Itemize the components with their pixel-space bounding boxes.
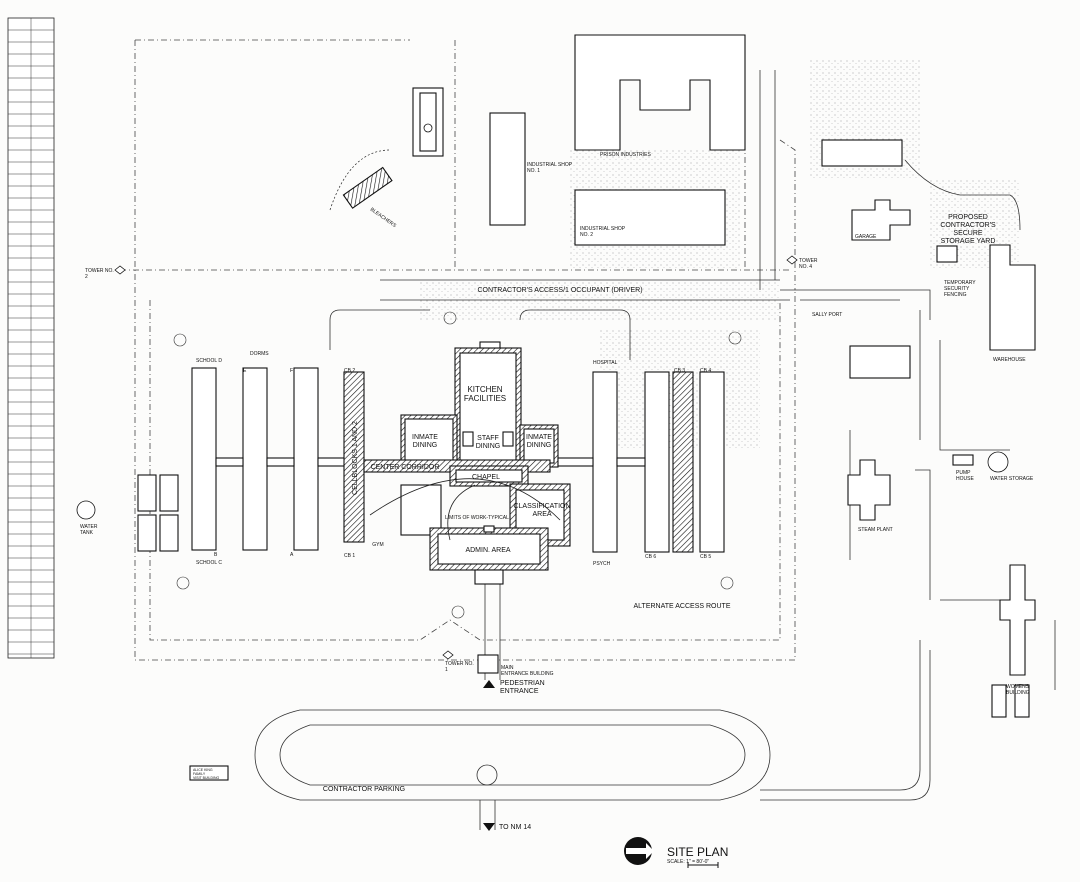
label-garage: GARAGE — [855, 234, 877, 240]
label-inmate-dining-right-1: INMATE — [526, 434, 552, 441]
label-main-entrance-2: ENTRANCE BUILDING — [501, 671, 554, 677]
label-temp-fencing-2: SECURITY — [944, 286, 970, 292]
label-proposed-2: CONTRACTOR'S — [940, 222, 996, 229]
label-hospital: HOSPITAL — [593, 360, 618, 366]
label-water-tank-1: WATER — [80, 524, 98, 530]
label-shop2-1: INDUSTRIAL SHOP — [580, 226, 626, 232]
label-staff-dining-1: STAFF — [477, 435, 499, 442]
label-classification-1: CLASSIFICATION — [513, 503, 570, 510]
label-contractor-parking: CONTRACTOR PARKING — [323, 786, 405, 793]
label-kitchen-1: KITCHEN — [467, 385, 502, 394]
label-school-d: SCHOOL D — [196, 358, 222, 364]
label-temp-fencing-3: FENCING — [944, 292, 967, 298]
label-dorm-e: E — [243, 368, 247, 374]
label-dorms: DORMS — [250, 351, 269, 357]
label-to-nm14: TO NM 14 — [499, 824, 531, 831]
label-pedestrian-2: ENTRANCE — [500, 688, 539, 695]
label-shop1-1: INDUSTRIAL SHOP — [527, 162, 573, 168]
dorm-wings-right — [557, 371, 725, 553]
direction-arrows — [483, 680, 495, 831]
label-inmate-dining-right-2: DINING — [527, 442, 552, 449]
label-pump-house-1: PUMP — [956, 470, 971, 476]
label-chapel: CHAPEL — [472, 474, 500, 481]
labels: KITCHEN FACILITIES INMATE DINING INMATE … — [80, 152, 1034, 865]
entrance-area — [76, 500, 499, 781]
label-steam-plant: STEAM PLANT — [858, 527, 893, 533]
water-tank-circle — [76, 500, 96, 520]
label-admin-area: ADMIN. AREA — [465, 547, 510, 554]
label-contractor-access: CONTRACTOR'S ACCESS/1 OCCUPANT (DRIVER) — [477, 287, 642, 294]
central-complex — [363, 341, 571, 585]
label-limits-of-work: LIMITS OF WORK-TYPICAL — [445, 515, 509, 521]
label-womens-1: WOMENS — [1006, 684, 1030, 690]
label-water-tank-2: TANK — [80, 530, 94, 536]
label-dorm-a: A — [290, 552, 294, 558]
perimeter-fence — [120, 39, 796, 661]
label-temp-fencing-1: TEMPORARY — [944, 280, 976, 286]
dorm-wings-left — [137, 367, 346, 552]
label-prison-industries: PRISON INDUSTRIES — [600, 152, 652, 158]
cellblocks-1-2 — [343, 371, 365, 543]
label-visit-2: FAMILY — [193, 772, 206, 776]
label-alternate-route: ALTERNATE ACCESS ROUTE — [634, 603, 731, 610]
label-tower1-2: 1 — [445, 667, 448, 673]
tree-symbols — [173, 311, 742, 619]
tower-markers — [114, 255, 798, 660]
label-cb5: CB 5 — [700, 554, 711, 560]
label-warehouse: WAREHOUSE — [993, 357, 1026, 363]
label-dorm-f: F — [290, 368, 293, 374]
label-tower2-1: TOWER NO. — [85, 268, 114, 274]
label-classification-2: AREA — [532, 511, 551, 518]
label-cb6: CB 6 — [645, 554, 656, 560]
label-inmate-dining-left-1: INMATE — [412, 434, 438, 441]
label-sally-port: SALLY PORT — [812, 312, 842, 318]
label-dorm-b: B — [214, 552, 218, 558]
label-shop1-2: NO. 1 — [527, 168, 540, 174]
label-tower1-1: TOWER NO. — [445, 661, 474, 667]
label-pedestrian-1: PEDESTRIAN — [500, 680, 545, 687]
label-cb1: CB 1 — [344, 553, 355, 559]
label-gym: GYM — [372, 542, 383, 548]
label-inmate-dining-left-2: DINING — [413, 442, 438, 449]
label-bleachers: BLEACHERS — [369, 207, 398, 230]
label-tower2-2: 2 — [85, 274, 88, 280]
label-water-storage: WATER STORAGE — [990, 476, 1034, 482]
label-shop2-2: NO. 2 — [580, 232, 593, 238]
east-buildings — [821, 139, 1036, 718]
label-school-c: SCHOOL C — [196, 560, 222, 566]
label-cb2: CB 2 — [344, 368, 355, 374]
label-site-plan: SITE PLAN — [667, 845, 728, 859]
label-kitchen-2: FACILITIES — [464, 394, 506, 403]
label-cellblocks: CELLBLOCKS 1 AND 2 — [352, 421, 359, 495]
label-psych: PSYCH — [593, 561, 611, 567]
label-tower4-1: TOWER — [799, 258, 818, 264]
label-main-entrance-1: MAIN — [501, 665, 514, 671]
label-cb3: CB 3 — [674, 368, 685, 374]
industrial-buildings — [329, 34, 746, 246]
label-proposed-3: SECURE — [953, 230, 983, 237]
label-visit-1: ALICE KING — [193, 768, 213, 772]
label-proposed-4: STORAGE YARD — [941, 238, 996, 245]
north-arrow-icon — [624, 837, 719, 868]
label-staff-dining-2: DINING — [476, 443, 501, 450]
label-pump-house-2: HOUSE — [956, 476, 974, 482]
label-proposed-1: PROPOSED — [948, 214, 988, 221]
label-scale: SCALE: 1" = 80'-0" — [667, 859, 709, 865]
label-tower4-2: NO. 4 — [799, 264, 812, 270]
label-visit-3: VISIT BUILDING — [193, 776, 219, 780]
left-grid — [7, 17, 55, 659]
label-cb4: CB 4 — [700, 368, 711, 374]
label-womens-2: BUILDING — [1006, 690, 1030, 696]
label-center-corridor: CENTER CORRIDOR — [371, 464, 440, 471]
